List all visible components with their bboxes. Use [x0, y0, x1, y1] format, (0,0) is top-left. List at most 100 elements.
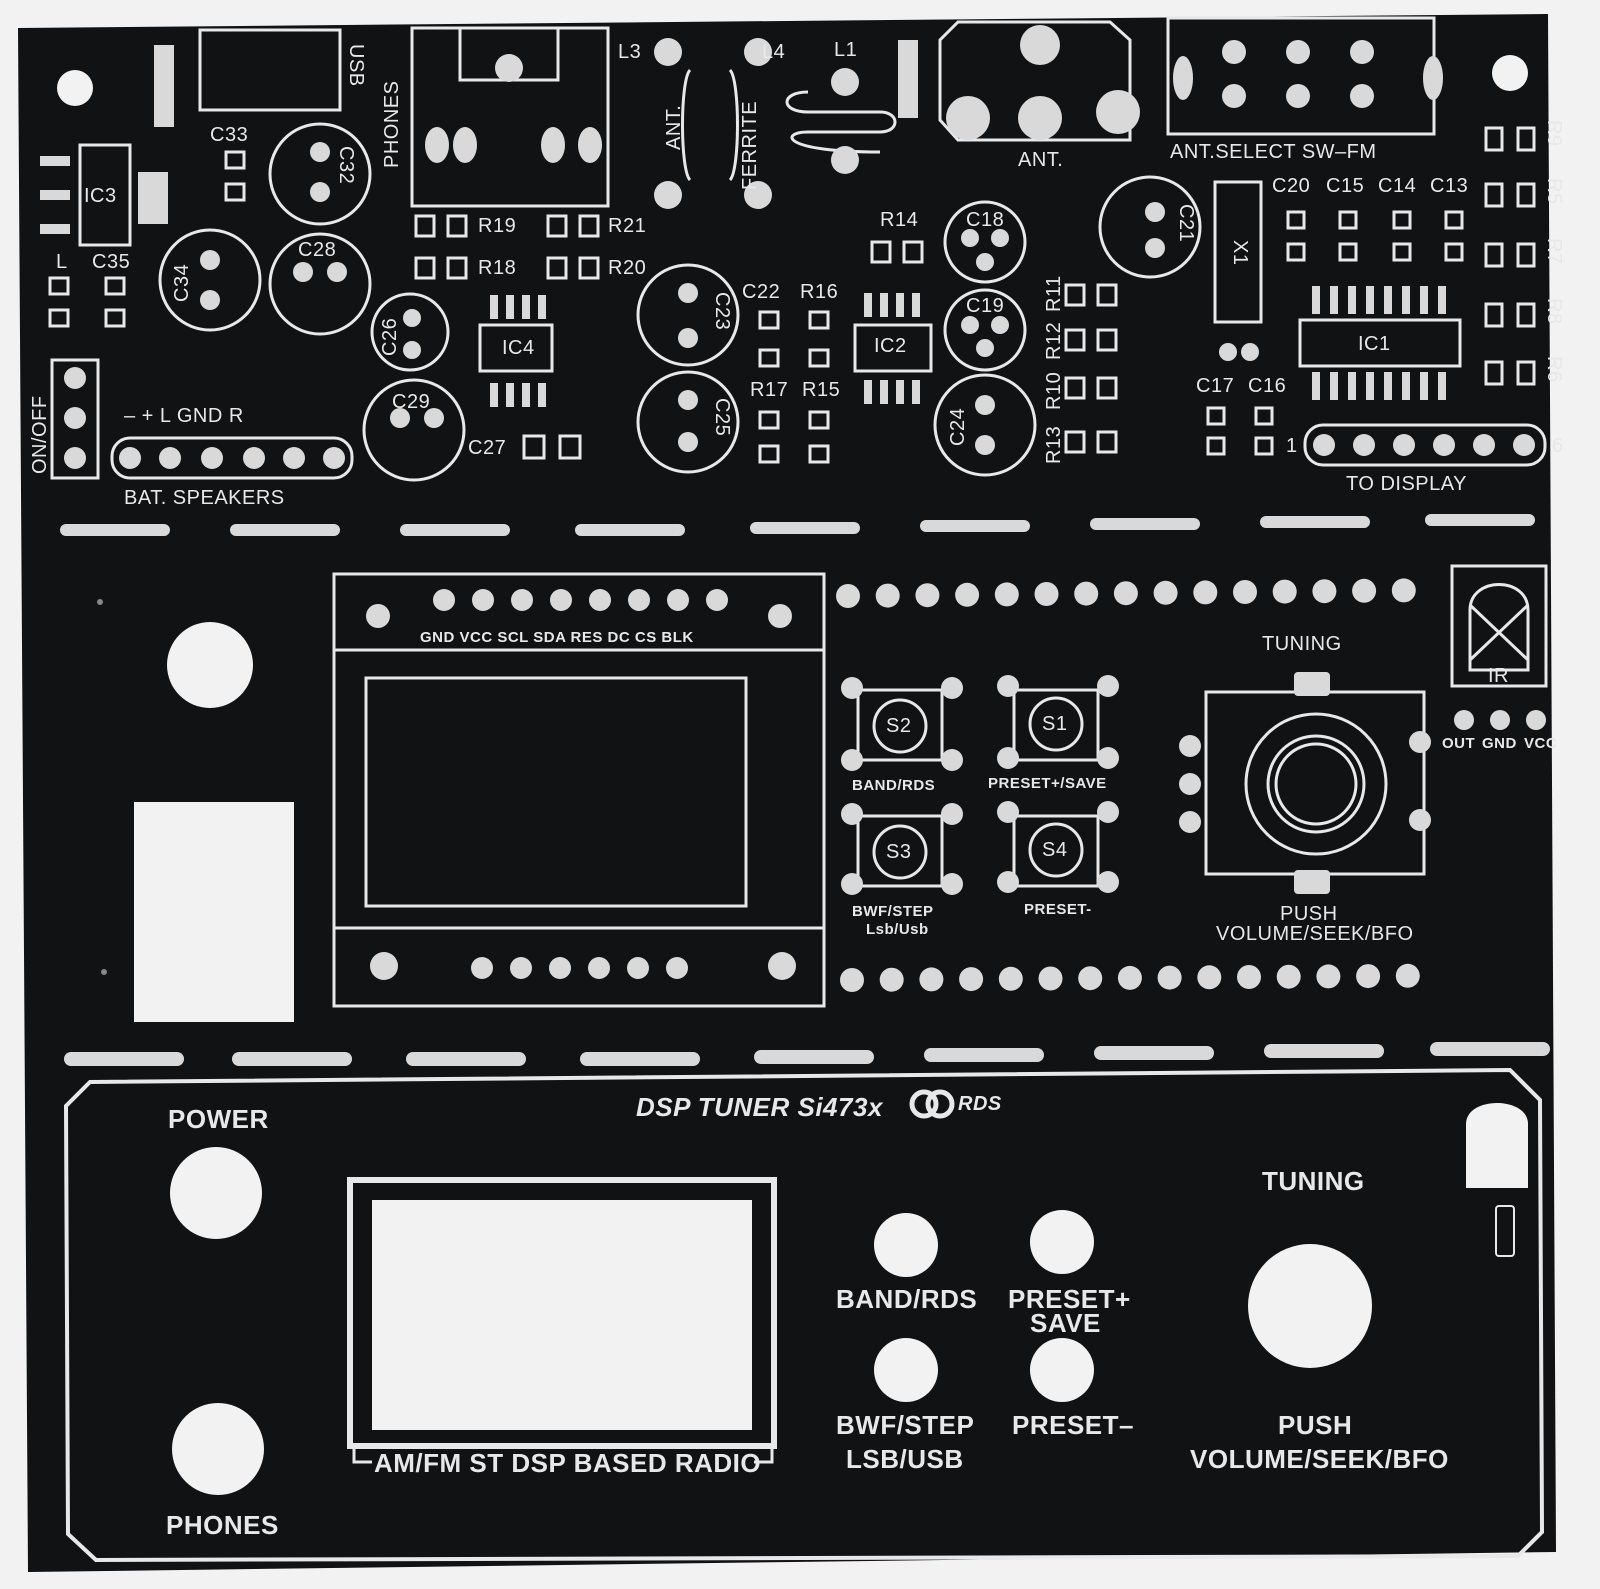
tact-switches: [856, 688, 1100, 888]
middle-hole: [167, 622, 253, 708]
label-pin6: 6: [1552, 435, 1564, 457]
label-c28: C28: [298, 239, 337, 261]
label-r18: R18: [478, 257, 517, 279]
label-s4: S4: [1042, 839, 1068, 861]
label-display-pins: GND VCC SCL SDA RES DC CS BLK: [420, 629, 694, 646]
label-r16: R16: [800, 281, 839, 303]
front-label-save: SAVE: [1030, 1308, 1101, 1338]
label-c21: C21: [1175, 204, 1197, 243]
label-c24: C24: [947, 407, 969, 446]
label-c23: C23: [711, 292, 733, 331]
front-label-preset-plus: PRESET+: [1008, 1284, 1131, 1314]
label-ir-pcb: IR: [1488, 665, 1509, 687]
label-r19: R19: [478, 215, 517, 237]
label-volume-pcb: VOLUME/SEEK/BFO: [1216, 923, 1414, 945]
label-s1: S1: [1042, 713, 1068, 735]
label-r10: R10: [1043, 371, 1065, 410]
front-label-band-rds: BAND/RDS: [836, 1284, 978, 1314]
label-c14: C14: [1378, 175, 1417, 197]
front-title: DSP TUNER Si473x: [636, 1092, 883, 1122]
bwf-step-hole: [874, 1338, 938, 1402]
label-ir-vcc: VCC: [1524, 735, 1558, 752]
label-r21: R21: [608, 215, 647, 237]
label-l4: L4: [762, 41, 786, 63]
mount-hole: [1492, 55, 1528, 91]
label-speaker-pins: – + L GND R: [124, 405, 244, 427]
ir-tag: [1495, 1205, 1515, 1257]
small-hole: [97, 599, 103, 605]
lcd-bracket: [352, 1446, 774, 1464]
front-label-lsb-usb: LSB/USB: [846, 1444, 964, 1474]
front-label-power: POWER: [168, 1104, 269, 1134]
label-c33: C33: [210, 124, 249, 146]
display-module-outline: [332, 572, 826, 1008]
label-r9: R9: [1543, 120, 1565, 147]
label-l1: L1: [834, 39, 858, 61]
tuning-hole: [1248, 1244, 1372, 1368]
label-c32: C32: [335, 146, 357, 185]
top-pads: [64, 25, 1443, 469]
label-bat-speakers: BAT. SPEAKERS: [124, 487, 285, 509]
label-ant: ANT.: [1018, 149, 1064, 171]
label-ir-out: OUT: [1442, 735, 1476, 752]
label-l3: L3: [618, 41, 642, 63]
label-r5: R5: [1543, 178, 1565, 205]
power-hole: [170, 1147, 262, 1239]
label-preset-minus-pcb: PRESET-: [1024, 901, 1092, 918]
label-c27: C27: [468, 437, 507, 459]
label-to-display: TO DISPLAY: [1346, 473, 1467, 495]
encoder-pads: [1179, 672, 1431, 894]
label-lsb-usb-pcb: Lsb/Usb: [866, 921, 929, 938]
label-r8: R8: [1543, 298, 1565, 325]
mount-hole: [57, 70, 93, 106]
display-header-pins: [1313, 434, 1535, 456]
tact-pads: [841, 675, 1119, 895]
front-rds: RDS: [958, 1093, 1002, 1115]
preset-plus-hole: [1030, 1210, 1094, 1274]
pad-block: [898, 40, 918, 118]
label-r12: R12: [1043, 321, 1065, 360]
label-c26: C26: [379, 317, 401, 356]
label-band-rds-pcb: BAND/RDS: [852, 777, 936, 794]
front-label-bwf-step: BWF/STEP: [836, 1410, 975, 1440]
label-c15: C15: [1326, 175, 1365, 197]
rds-logo: [909, 1089, 955, 1119]
front-label-phones: PHONES: [166, 1510, 279, 1540]
front-label-push: PUSH: [1278, 1410, 1353, 1440]
label-usb: USB: [345, 44, 367, 87]
label-r13: R13: [1043, 425, 1065, 464]
front-panel-outline: [63, 1067, 1545, 1563]
label-c18: C18: [966, 209, 1005, 231]
front-label-volume: VOLUME/SEEK/BFO: [1190, 1444, 1449, 1474]
breakaway-slots-upper: [60, 514, 1535, 536]
label-preset-save-pcb: PRESET+/SAVE: [988, 775, 1107, 792]
label-c16: C16: [1248, 375, 1287, 397]
ir-receiver-outline: [1450, 564, 1548, 688]
label-pin1: 1: [1286, 435, 1298, 457]
label-push-pcb: PUSH: [1280, 903, 1338, 925]
label-tuning-pcb: TUNING: [1262, 633, 1342, 655]
middle-cutout: [134, 802, 294, 1022]
breakaway-slots-lower: [64, 1042, 1550, 1066]
pad-block: [138, 172, 168, 224]
label-c22: C22: [742, 281, 781, 303]
label-ferrite: FERRITE: [739, 100, 761, 190]
label-ic2: IC2: [874, 335, 907, 357]
label-c17: C17: [1196, 375, 1235, 397]
label-ir-gnd: GND: [1482, 735, 1517, 752]
phones-hole: [172, 1403, 264, 1495]
speaker-header-pins: [119, 447, 345, 469]
ic3-pins: [40, 156, 70, 234]
label-s3: S3: [886, 841, 912, 863]
label-c35: C35: [92, 251, 131, 273]
label-s2: S2: [886, 715, 912, 737]
front-label-radio: AM/FM ST DSP BASED RADIO: [374, 1448, 762, 1478]
label-x1: X1: [1229, 240, 1251, 266]
label-c19: C19: [966, 295, 1005, 317]
label-bwf-step-pcb: BWF/STEP: [852, 903, 934, 920]
ic-pins: [490, 286, 1446, 407]
label-r11: R11: [1043, 275, 1065, 312]
small-hole: [101, 969, 107, 975]
label-r17: R17: [750, 379, 789, 401]
